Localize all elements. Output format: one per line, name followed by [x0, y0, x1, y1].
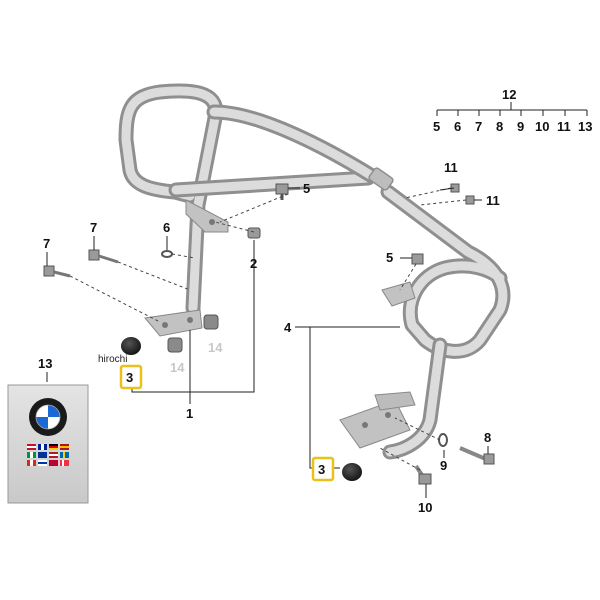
set-item-6: 6 [454, 119, 461, 134]
bolt-11-lower-icon [465, 195, 475, 205]
set-item-10: 10 [535, 119, 549, 134]
cross-tube-inner [171, 173, 373, 195]
callout-6: 6 [163, 220, 170, 235]
callout-11-lower: 11 [486, 193, 500, 208]
bmw-logo-icon [29, 398, 67, 436]
nut-2-icon [247, 227, 261, 239]
callout-5-upper: 5 [303, 181, 310, 196]
set-item-9: 9 [517, 119, 524, 134]
washer-9-icon [438, 433, 448, 447]
set-item-7: 7 [475, 119, 482, 134]
spacer-14-b-icon [167, 337, 183, 353]
callout-7-lower: 7 [43, 236, 50, 251]
set-item-5: 5 [433, 119, 440, 134]
left-upper-bracket [185, 199, 229, 233]
bolt-10-icon [414, 464, 432, 485]
watermark-text: hirochi [98, 354, 127, 365]
callout-12: 12 [502, 87, 516, 102]
callouts: 1 2 3 3 4 5 5 6 7 7 8 9 10 11 11 12 13 1… [38, 87, 592, 515]
left-bar-inner [121, 86, 221, 313]
rubber-bumper-3-left-icon [121, 337, 141, 355]
leader-lines [46, 102, 588, 498]
spacer-14-a-icon [203, 314, 219, 330]
rubber-bumper-3-right-icon [342, 463, 362, 481]
bolt-5-upper-icon [275, 183, 289, 200]
right-bar-inner [383, 187, 508, 356]
set-item-13: 13 [578, 119, 592, 134]
callout-8: 8 [484, 430, 491, 445]
washer-6-icon [161, 250, 173, 258]
upper-rail-inner [209, 107, 377, 181]
callout-11-upper: 11 [444, 160, 458, 175]
fasteners [43, 183, 495, 485]
callout-13: 13 [38, 356, 52, 371]
bolt-7-lower-icon [43, 265, 71, 278]
bolt-8-icon [459, 446, 495, 465]
callout-14-b: 14 [170, 360, 185, 375]
left-lower-bracket [144, 309, 203, 337]
highlight-box-3-right [311, 456, 335, 482]
callout-14-a: 14 [208, 340, 223, 355]
language-flags-icon [27, 444, 69, 466]
callout-3-right: 3 [318, 462, 325, 477]
sleeve-joint [368, 167, 394, 191]
bolt-5-right-icon [411, 253, 424, 265]
set-item-8: 8 [496, 119, 503, 134]
brackets [144, 199, 416, 449]
callout-10: 10 [418, 500, 432, 515]
right-down-tube-inner [385, 340, 445, 457]
crash-bar-tubes [118, 83, 511, 460]
bolt-7-upper-icon [88, 249, 119, 264]
callout-7-upper: 7 [90, 220, 97, 235]
right-upper-bracket [381, 281, 416, 307]
instruction-card [7, 384, 89, 504]
highlight-box-3-left [119, 364, 143, 390]
callout-5-right: 5 [386, 250, 393, 265]
callout-1: 1 [186, 406, 193, 421]
set-item-11: 11 [557, 119, 571, 134]
callout-4: 4 [284, 320, 292, 335]
callout-2: 2 [250, 256, 257, 271]
right-lower-bracket [339, 399, 411, 449]
callout-9: 9 [440, 458, 447, 473]
callout-3-left: 3 [126, 370, 133, 385]
